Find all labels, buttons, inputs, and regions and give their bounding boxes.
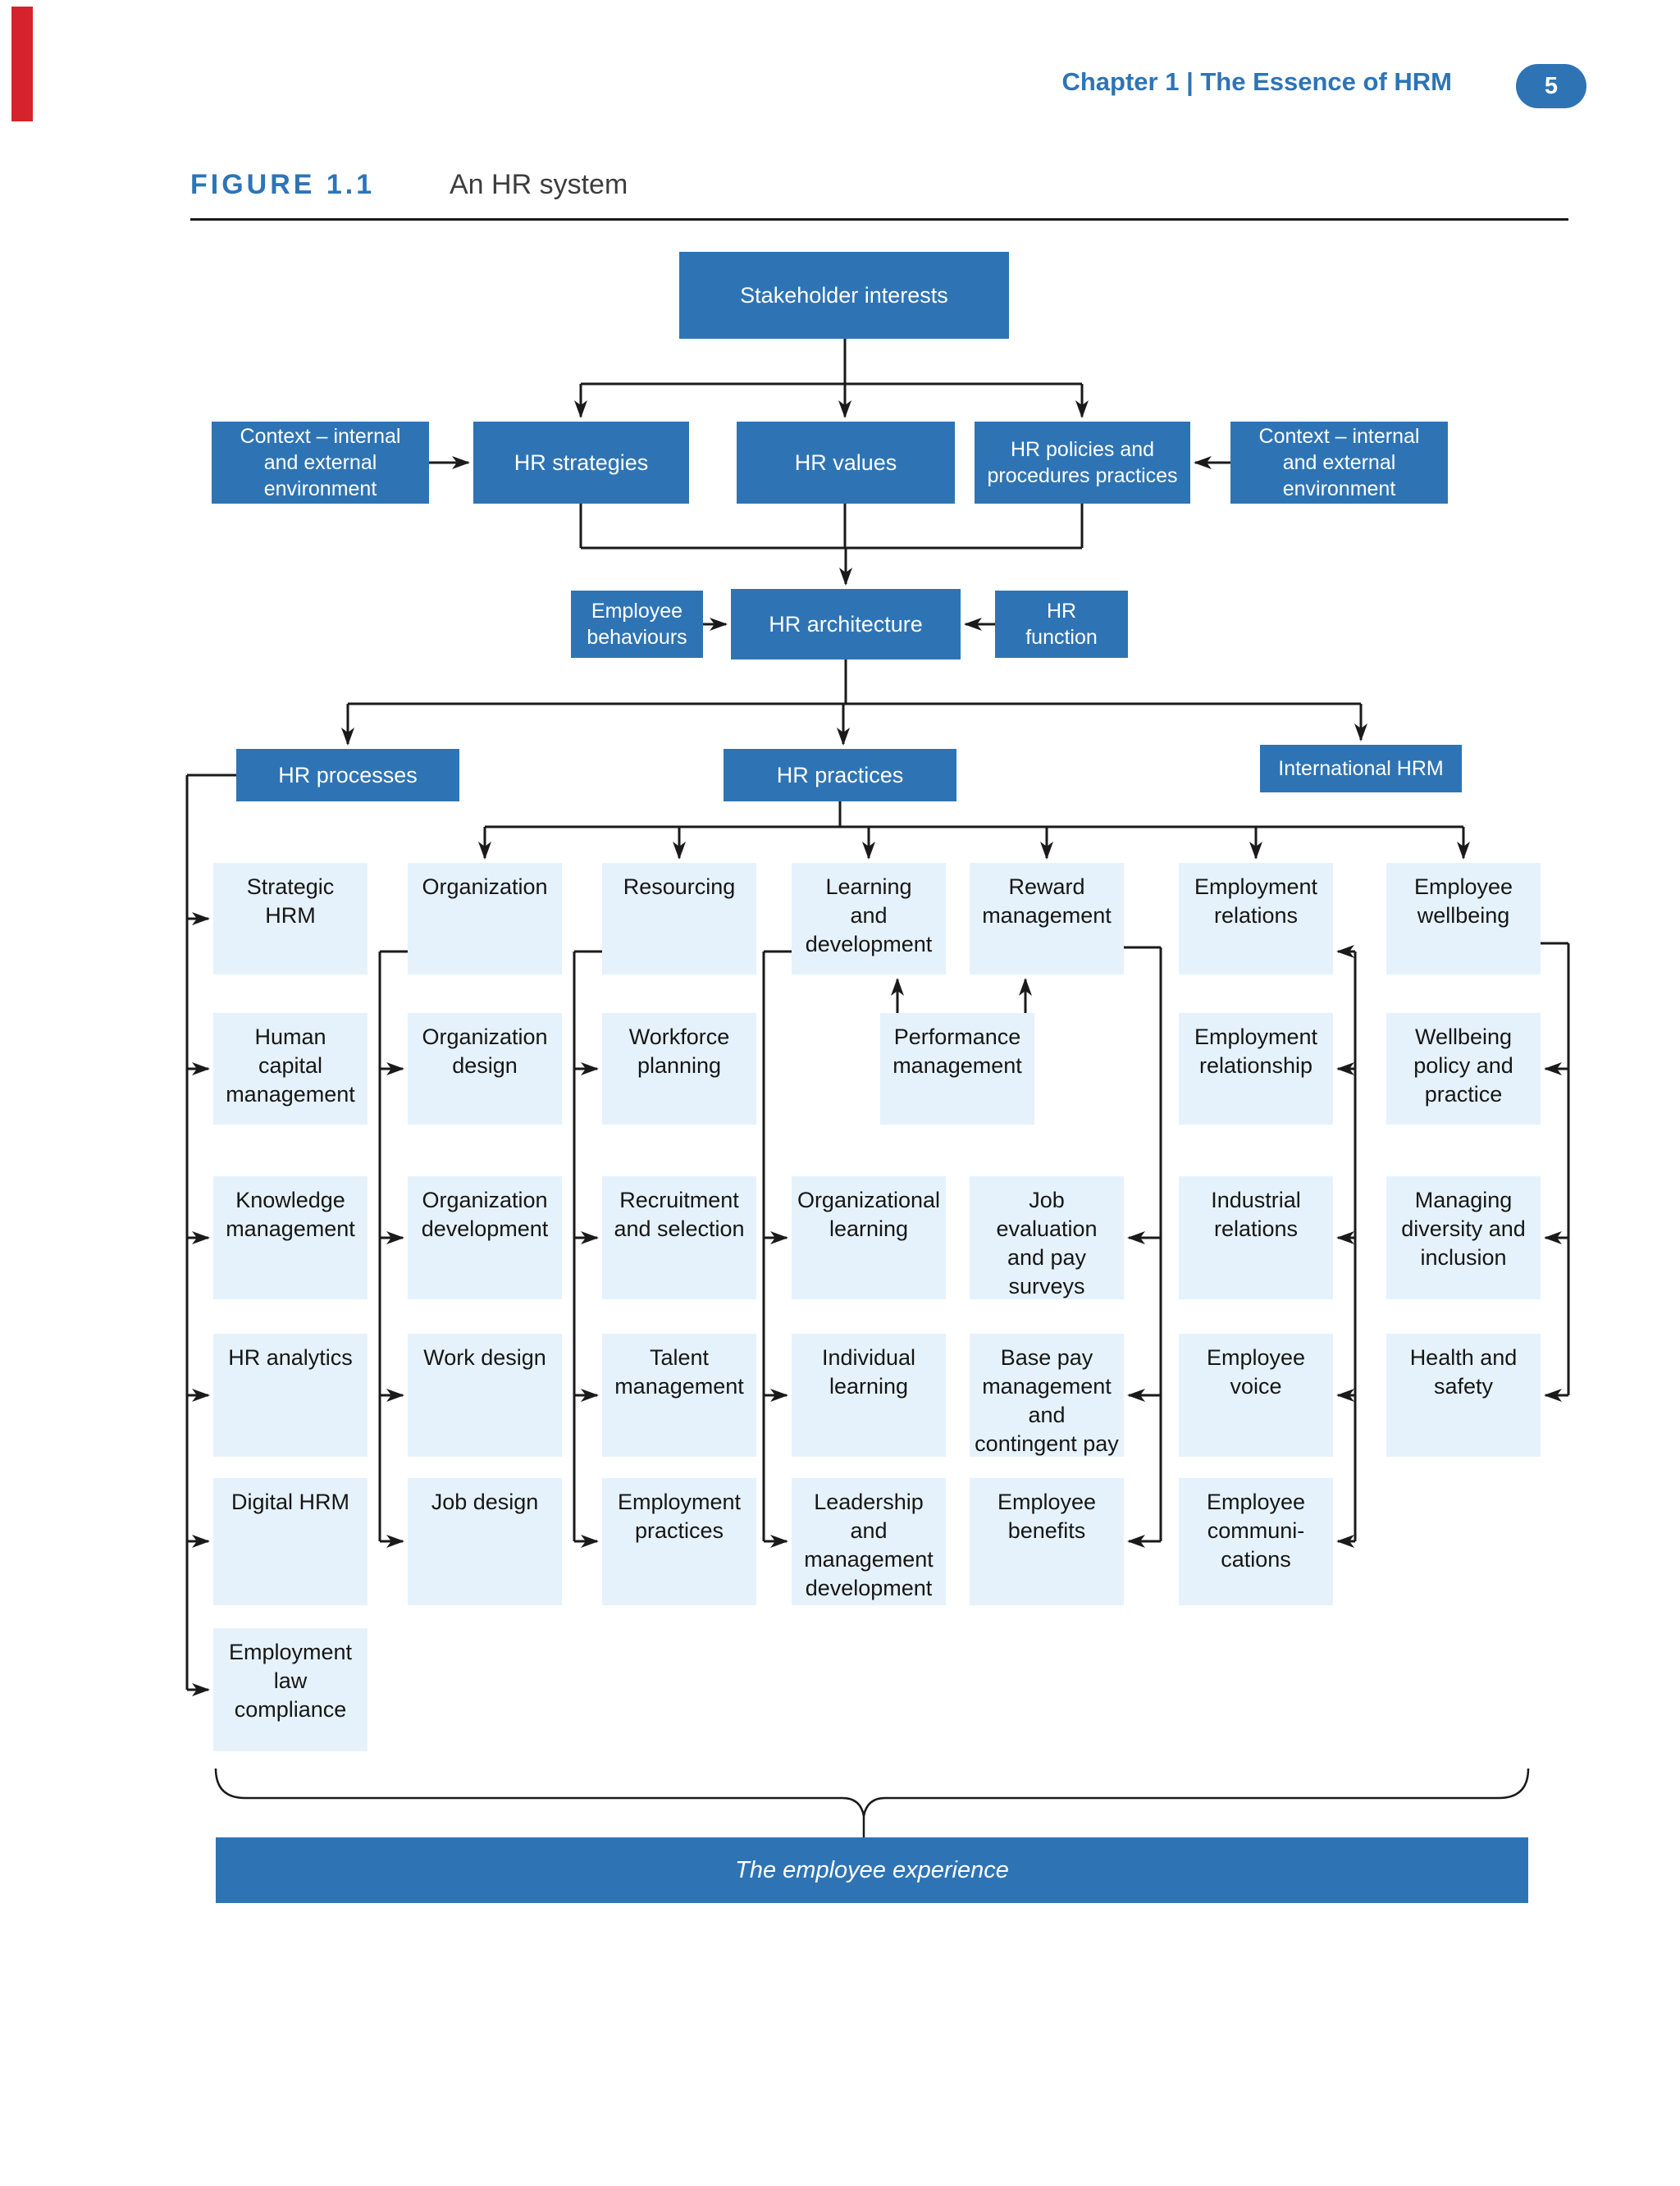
node-context-right: Context – internal and external environm… bbox=[1230, 422, 1448, 504]
brace bbox=[214, 1768, 1530, 1837]
node-human-capital-management: Human capital management bbox=[213, 1013, 368, 1125]
node-knowledge-management: Knowledge management bbox=[213, 1176, 368, 1299]
node-hr-processes: HR processes bbox=[236, 749, 459, 801]
diagram-arrows bbox=[187, 384, 1568, 1696]
title-rule bbox=[190, 218, 1568, 221]
node-job-design: Job design bbox=[408, 1478, 562, 1605]
figure-label: FIGURE 1.1 bbox=[190, 169, 376, 200]
node-industrial-relations: Industrial relations bbox=[1179, 1176, 1333, 1299]
chapter-edge-tab bbox=[11, 7, 33, 121]
node-employee-behaviours: Employee behaviours bbox=[571, 591, 703, 658]
node-hr-policies: HR policies and procedures practices bbox=[975, 422, 1190, 504]
node-organization-development: Organization development bbox=[408, 1176, 562, 1299]
node-recruitment-and-selection: Recruitment and selection bbox=[602, 1176, 756, 1299]
node-performance-management: Performance management bbox=[880, 1013, 1034, 1125]
node-employment-law-compliance: Employment law compliance bbox=[213, 1628, 368, 1751]
connector-lines bbox=[185, 339, 1570, 1690]
node-international-hrm: International HRM bbox=[1260, 745, 1462, 792]
node-base-pay: Base pay management and contingent pay bbox=[970, 1334, 1124, 1457]
node-wellbeing-policy: Wellbeing policy and practice bbox=[1386, 1013, 1541, 1125]
node-reward-management: Reward management bbox=[970, 863, 1124, 974]
node-work-design: Work design bbox=[408, 1334, 562, 1457]
page-number-badge: 5 bbox=[1516, 64, 1586, 108]
node-employee-communications: Employee communi- cations bbox=[1179, 1478, 1333, 1605]
node-organization: Organization bbox=[408, 863, 562, 974]
chapter-header: Chapter 1 | The Essence of HRM bbox=[1061, 67, 1452, 96]
node-workforce-planning: Workforce planning bbox=[602, 1013, 756, 1125]
node-hr-architecture: HR architecture bbox=[731, 589, 961, 659]
node-health-and-safety: Health and safety bbox=[1386, 1334, 1541, 1457]
node-employment-relationship: Employment relationship bbox=[1179, 1013, 1333, 1125]
node-organizational-learning: Organizational learning bbox=[792, 1176, 946, 1299]
node-organization-design: Organization design bbox=[408, 1013, 562, 1125]
figure-title: An HR system bbox=[450, 169, 628, 200]
node-employee-voice: Employee voice bbox=[1179, 1334, 1333, 1457]
node-resourcing: Resourcing bbox=[602, 863, 756, 974]
node-employee-wellbeing: Employee wellbeing bbox=[1386, 863, 1541, 974]
node-hr-analytics: HR analytics bbox=[213, 1334, 368, 1457]
node-learning-and-development: Learning and development bbox=[792, 863, 946, 974]
node-employment-relations: Employment relations bbox=[1179, 863, 1333, 974]
node-hr-strategies: HR strategies bbox=[473, 422, 689, 504]
node-hr-practices: HR practices bbox=[724, 749, 956, 801]
node-hr-values: HR values bbox=[737, 422, 955, 504]
node-strategic-hrm: Strategic HRM bbox=[213, 863, 368, 974]
node-hr-function: HR function bbox=[995, 591, 1128, 658]
employee-experience-bar: The employee experience bbox=[216, 1837, 1528, 1903]
node-digital-hrm: Digital HRM bbox=[213, 1478, 368, 1605]
node-employment-practices: Employment practices bbox=[602, 1478, 756, 1605]
node-stakeholder-interests: Stakeholder interests bbox=[679, 252, 1009, 339]
node-context-left: Context – internal and external environm… bbox=[212, 422, 429, 504]
node-managing-diversity: Managing diversity and inclusion bbox=[1386, 1176, 1541, 1299]
node-leadership-development: Leadership and management development bbox=[792, 1478, 946, 1605]
node-individual-learning: Individual learning bbox=[792, 1334, 946, 1457]
node-talent-management: Talent management bbox=[602, 1334, 756, 1457]
node-job-evaluation: Job evaluation and pay surveys bbox=[970, 1176, 1124, 1299]
node-employee-benefits: Employee benefits bbox=[970, 1478, 1124, 1605]
